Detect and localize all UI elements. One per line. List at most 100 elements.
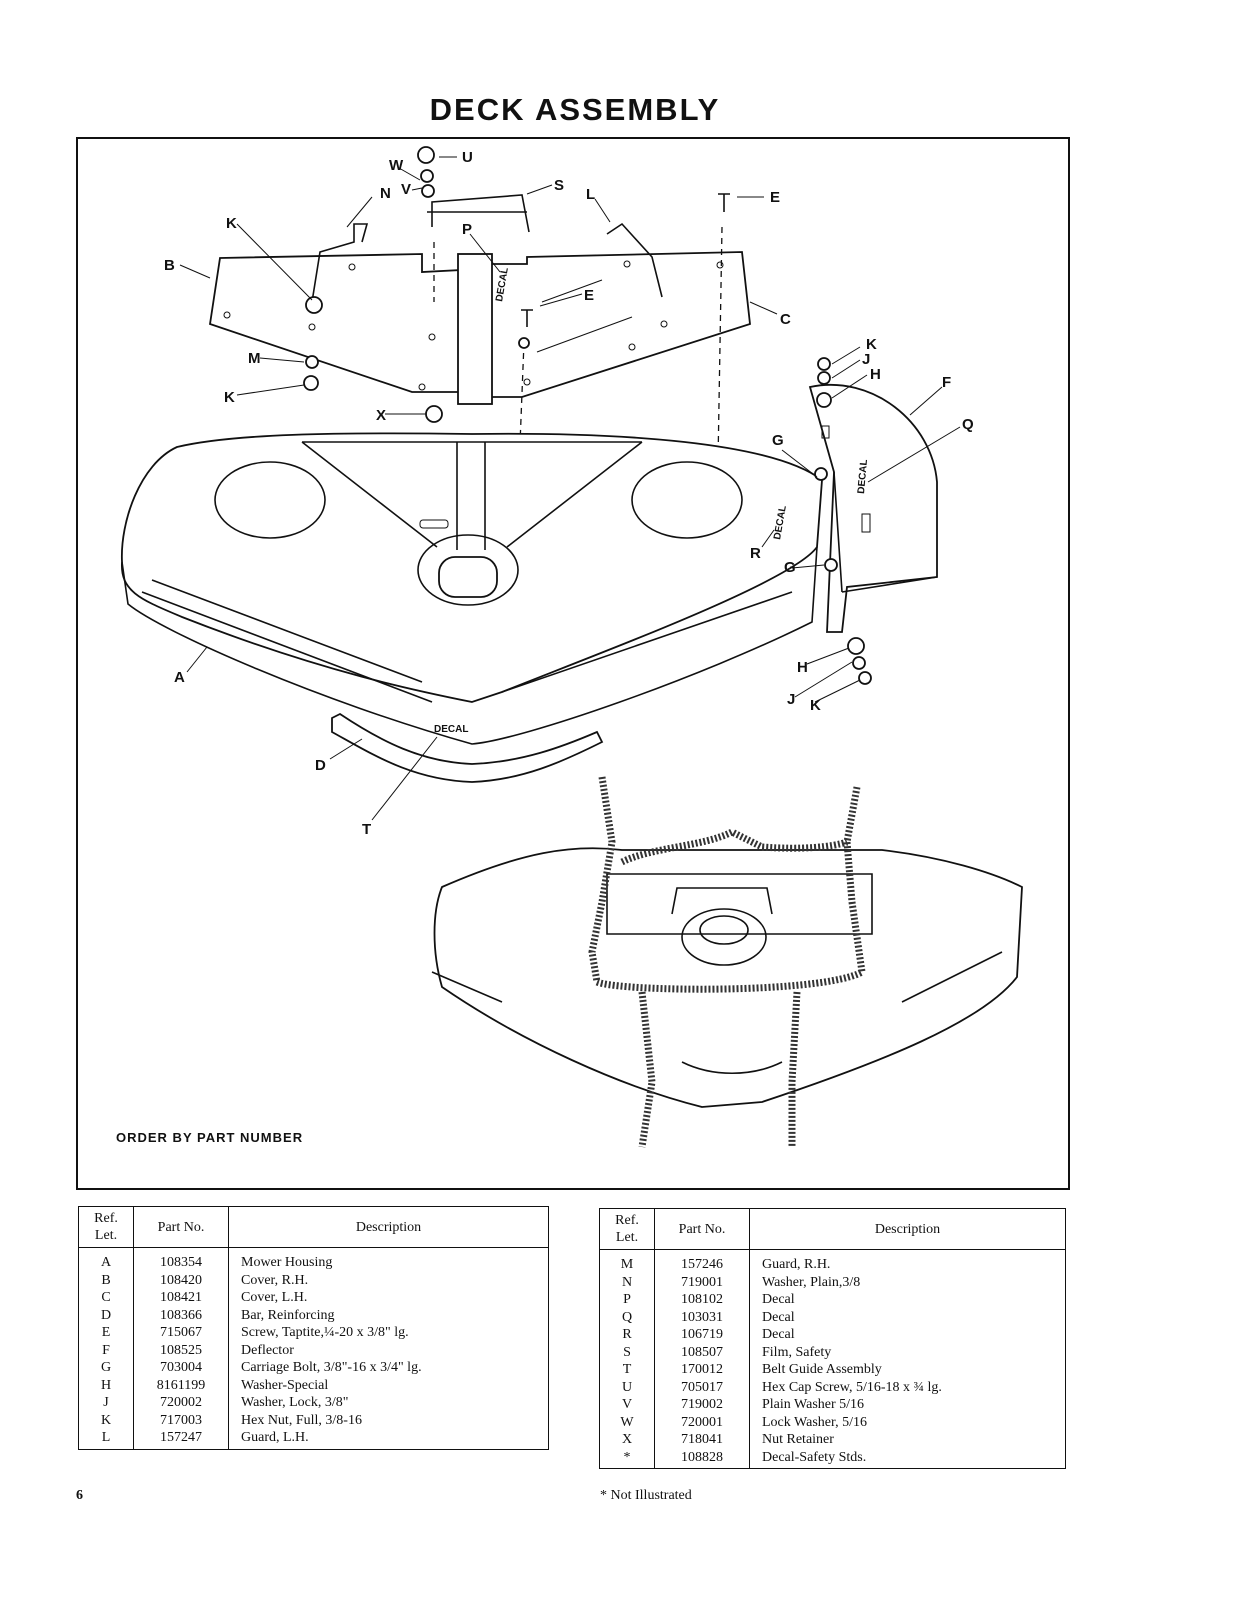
part-number: 108354 <box>133 1247 229 1272</box>
decal-r-text: DECAL <box>434 724 468 735</box>
part-number: 106719 <box>654 1326 750 1344</box>
ref-letter: H <box>78 1376 134 1394</box>
callout-letters: B K N W V U S L P E E C M K X K J H F Q <box>164 149 974 838</box>
callout-q: Q <box>962 416 974 433</box>
part-number: 108366 <box>133 1306 229 1324</box>
part-description: Decal <box>762 1292 795 1307</box>
callout-g2: G <box>784 559 796 576</box>
ref-letter: G <box>78 1359 134 1377</box>
callout-t: S <box>554 177 564 194</box>
ref-letter: B <box>78 1271 134 1289</box>
part-number: 108525 <box>133 1341 229 1359</box>
ref-letter: R <box>599 1326 655 1344</box>
part-description: Film, Safety <box>762 1344 832 1360</box>
callout-v: V <box>401 181 411 198</box>
part-description: Hex Nut, Full, 3/8-16 <box>241 1412 362 1428</box>
part-number: 8161199 <box>133 1376 229 1394</box>
callout-d: D <box>315 757 326 774</box>
part-description: Decal <box>762 1309 795 1325</box>
ref-letter: J <box>78 1394 134 1412</box>
callout-e: E <box>584 287 594 304</box>
cover-rh-drawing <box>208 253 463 393</box>
callout-k4: K <box>810 697 821 714</box>
header-ref: Ref. Let. <box>599 1208 655 1250</box>
header-part: Part No. <box>133 1206 229 1248</box>
part-description: Screw, Taptite,¼-20 x 3/8" lg. <box>241 1325 409 1340</box>
ref-letter: V <box>599 1396 655 1414</box>
ref-letter: P <box>599 1291 655 1309</box>
part-description: Mower Housing <box>241 1255 333 1270</box>
deflector-drawing: DECAL <box>808 384 938 633</box>
callout-k3: K <box>866 336 877 353</box>
callout-l: L <box>586 186 595 203</box>
ref-letter: D <box>78 1306 134 1324</box>
callout-f: F <box>942 374 951 391</box>
header-ref: Ref. Let. <box>78 1206 134 1248</box>
part-description: Washer-Special <box>241 1377 329 1393</box>
part-description: Cover, L.H. <box>241 1290 308 1305</box>
callout-k2: K <box>224 389 235 406</box>
part-description: Bar, Reinforcing <box>241 1307 335 1323</box>
part-description: Deflector <box>241 1342 294 1358</box>
ref-letter: * <box>599 1448 655 1469</box>
callout-r: T <box>362 821 371 838</box>
part-description: Washer, Lock, 3/8" <box>241 1395 349 1410</box>
ref-letter: K <box>78 1411 134 1429</box>
header-part: Part No. <box>654 1208 750 1250</box>
callout-e-top: E <box>770 189 780 206</box>
page-number: 6 <box>76 1488 83 1503</box>
part-number: 103031 <box>654 1308 750 1326</box>
ref-letter: S <box>599 1343 655 1361</box>
header-desc: Description <box>749 1208 1066 1250</box>
part-number: 720002 <box>133 1394 229 1412</box>
part-number: 157247 <box>133 1429 229 1449</box>
part-number: 717003 <box>133 1411 229 1429</box>
callout-a: A <box>174 669 185 686</box>
ref-letter: U <box>599 1378 655 1396</box>
part-number: 705017 <box>654 1378 750 1396</box>
ref-letter: E <box>78 1324 134 1342</box>
part-number: 718041 <box>654 1431 750 1449</box>
exploded-view-drawing: D E C A L <box>121 146 1023 1148</box>
ref-letter: X <box>599 1431 655 1449</box>
ref-letter: F <box>78 1341 134 1359</box>
part-description: Carriage Bolt, 3/8"-16 x 3/4" lg. <box>241 1360 422 1375</box>
part-description: Guard, L.H. <box>241 1430 309 1445</box>
callout-m: N <box>380 185 391 202</box>
part-description: Belt Guide Assembly <box>762 1362 882 1377</box>
ref-letter: W <box>599 1413 655 1431</box>
part-description: Decal <box>762 1327 795 1342</box>
part-number: 108420 <box>133 1271 229 1289</box>
callout-c: C <box>780 311 791 328</box>
callout-p: P <box>462 221 472 238</box>
page-title: DECK ASSEMBLY <box>429 92 721 127</box>
callout-n: M <box>248 350 261 367</box>
callout-g: G <box>772 432 784 449</box>
ref-letter: C <box>78 1289 134 1307</box>
part-description: Plain Washer 5/16 <box>762 1397 865 1412</box>
part-description: Decal-Safety Stds. <box>762 1449 867 1465</box>
callout-u: U <box>462 149 473 166</box>
mower-housing-drawing <box>121 432 823 745</box>
part-description: Nut Retainer <box>762 1432 834 1447</box>
order-note: ORDER BY PART NUMBER <box>116 1130 304 1145</box>
part-description: Cover, R.H. <box>241 1272 309 1288</box>
callout-x: X <box>376 407 386 424</box>
